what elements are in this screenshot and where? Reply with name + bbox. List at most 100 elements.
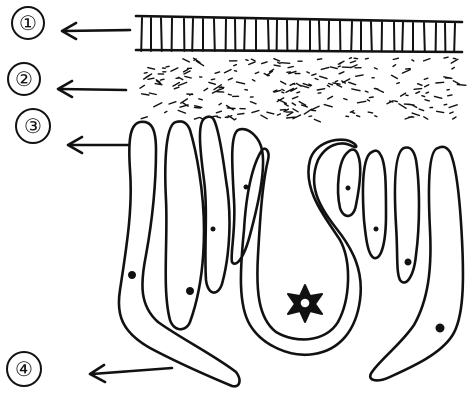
stipple-mark <box>165 111 167 112</box>
stipple-mark <box>296 83 301 86</box>
striated-band <box>136 16 462 52</box>
cell-right-4 <box>370 147 463 381</box>
stipple-mark <box>426 92 428 93</box>
stipple-mark <box>249 62 255 65</box>
stipple-mark <box>329 84 333 85</box>
cell-left-outer <box>119 122 240 387</box>
label-1-arrow <box>62 23 130 39</box>
stipple-mark <box>215 72 219 73</box>
stipple-mark <box>312 74 316 75</box>
stipple-mark <box>253 80 255 81</box>
label-4-text: ④ <box>15 357 33 381</box>
stipple-mark <box>312 106 319 109</box>
central-large-cell <box>241 140 361 355</box>
stipple-mark <box>148 78 154 79</box>
stipple-mark <box>444 57 448 58</box>
stipple-mark <box>144 73 147 74</box>
stipple-mark <box>281 63 290 64</box>
stipple-mark <box>161 79 165 80</box>
stipple-mark <box>317 89 324 90</box>
stipple-mark <box>393 58 398 59</box>
stipple-mark <box>228 78 232 80</box>
stipple-mark <box>234 65 237 66</box>
stipple-mark <box>437 111 444 112</box>
band-striation-line <box>268 20 269 51</box>
nucleus-star-central <box>288 285 322 322</box>
stipple-mark <box>209 82 216 84</box>
stippled-layer <box>140 57 466 122</box>
stipple-mark <box>148 68 155 70</box>
stipple-mark <box>365 58 368 59</box>
stipple-mark <box>251 59 255 61</box>
stipple-mark <box>402 70 410 74</box>
stipple-mark <box>338 64 341 65</box>
stipple-mark <box>237 82 245 84</box>
stipple-mark <box>349 82 356 84</box>
stipple-mark <box>448 95 452 96</box>
stipple-mark <box>219 87 221 88</box>
stipple-mark <box>335 81 337 82</box>
stipple-mark <box>328 96 333 99</box>
stipple-mark <box>267 112 274 114</box>
stipple-mark <box>352 89 360 91</box>
band-striation-line <box>424 23 425 51</box>
stipple-mark <box>425 85 429 87</box>
stipple-mark <box>225 70 232 73</box>
stipple-mark <box>252 111 259 113</box>
band-striation-line <box>244 20 245 51</box>
stipple-mark <box>425 100 429 101</box>
stipple-mark <box>141 117 147 119</box>
stipple-mark <box>216 111 221 113</box>
stipple-mark <box>450 112 453 113</box>
stipple-mark <box>307 72 309 73</box>
label-2-group: ② <box>8 63 126 97</box>
stipple-mark <box>407 104 414 105</box>
band-striation-line <box>214 19 215 51</box>
band-striation-line <box>351 22 352 51</box>
label-2-arrow <box>58 81 126 97</box>
stipple-mark <box>321 67 329 69</box>
stipple-mark <box>412 60 414 61</box>
band-striations <box>141 18 455 51</box>
stipple-mark <box>261 115 267 119</box>
stipple-mark <box>171 68 178 71</box>
band-striation-line <box>319 21 320 51</box>
label-3-arrow <box>68 137 128 153</box>
stipple-mark <box>397 83 400 84</box>
stipple-mark <box>309 116 312 117</box>
stipple-mark <box>339 72 344 74</box>
stipple-mark <box>297 92 300 93</box>
stipple-mark <box>337 85 342 87</box>
stipple-mark <box>324 105 332 107</box>
stipple-mark <box>181 99 188 103</box>
stipple-mark <box>304 109 311 114</box>
cell-left-2 <box>165 121 204 329</box>
stipple-mark <box>414 89 422 90</box>
stipple-mark <box>350 61 355 63</box>
stipple-mark <box>451 59 458 63</box>
band-striation-line <box>402 23 403 51</box>
cell-left-3 <box>200 117 230 293</box>
nucleus-left-outer <box>128 271 136 279</box>
stipple-mark <box>333 83 340 84</box>
band-striation-line <box>371 22 372 51</box>
stipple-mark <box>354 58 357 59</box>
stipple-mark <box>178 110 185 113</box>
stipple-mark <box>444 104 447 105</box>
stipple-mark <box>238 114 244 115</box>
stipple-mark <box>416 92 420 94</box>
label-2-text: ② <box>15 67 33 91</box>
stipple-mark <box>449 105 457 108</box>
stipple-mark <box>274 59 280 61</box>
stipple-mark <box>424 78 428 79</box>
stipple-mark <box>262 62 267 64</box>
stipple-mark <box>204 88 208 90</box>
label-3-text: ③ <box>24 114 42 138</box>
stipple-mark <box>282 92 284 93</box>
stipple-mark <box>211 79 214 80</box>
stipple-mark <box>356 75 363 76</box>
stipple-mark <box>453 117 456 119</box>
stipple-mark <box>367 100 369 101</box>
stipple-mark <box>338 66 340 67</box>
stipple-mark <box>246 60 248 61</box>
